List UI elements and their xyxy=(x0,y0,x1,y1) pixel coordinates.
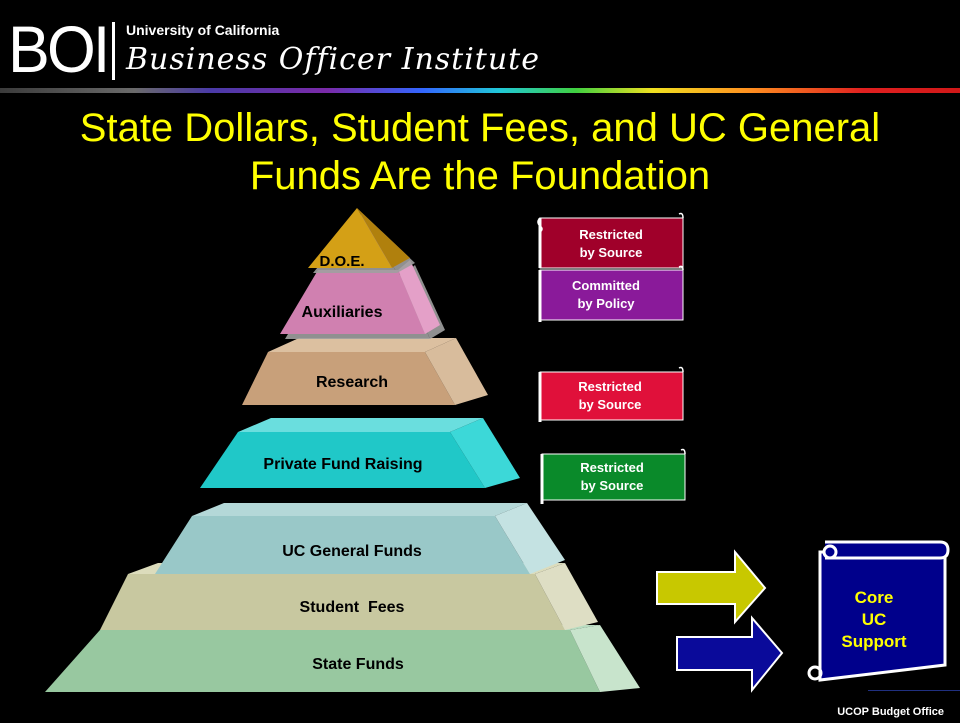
logo-university: University of California xyxy=(126,22,280,38)
tier-label-state-funds: State Funds xyxy=(312,656,404,673)
core-support-scroll: Core UC Support xyxy=(807,540,950,682)
scroll-restricted-3-body xyxy=(541,453,686,501)
tier-uc-general-funds: UC General Funds xyxy=(155,503,565,574)
tier-label-student-fees: Student Fees xyxy=(300,599,405,616)
logo-mark: BOI xyxy=(8,12,110,86)
core-support-top-roll xyxy=(825,540,950,560)
core-support-line2: UC xyxy=(862,610,887,629)
scroll-restricted-3-line1: Restricted xyxy=(580,460,644,475)
tier-student-fees-front xyxy=(100,574,565,630)
tier-student-fees-side xyxy=(535,563,598,630)
scroll-committed-body xyxy=(539,269,684,321)
tier-state-funds: State Funds xyxy=(45,625,640,692)
core-support-bottom-curl xyxy=(807,665,823,681)
scroll-restricted-3: Restricted by Source xyxy=(540,448,686,504)
tier-uc-general-funds-front xyxy=(155,516,530,574)
tier-doe: D.O.E. xyxy=(308,208,410,270)
tier-state-funds-side xyxy=(570,625,640,692)
tier-private-fund-raising: Private Fund Raising xyxy=(200,418,520,488)
tier-auxiliaries-front xyxy=(280,270,425,334)
footer-rule xyxy=(868,690,960,691)
arrow-blue-shape xyxy=(676,615,784,693)
scroll-restricted-1-body xyxy=(539,217,684,269)
scroll-restricted-2-curl xyxy=(678,366,684,373)
tier-private-fund-raising-side xyxy=(450,418,520,488)
tier-research: Research xyxy=(242,338,488,405)
tier-uc-general-funds-side xyxy=(495,503,565,574)
slide-title: State Dollars, Student Fees, and UC Gene… xyxy=(0,104,960,200)
tier-state-funds-front xyxy=(45,630,600,692)
tier-private-fund-raising-front xyxy=(200,432,485,488)
logo-institute: Business Officer Institute xyxy=(126,42,540,77)
title-line-2: Funds Are the Foundation xyxy=(249,154,711,198)
arrow-yellow xyxy=(656,549,767,625)
scroll-committed-curl xyxy=(678,265,684,271)
tier-label-private-fund-raising: Private Fund Raising xyxy=(263,456,422,473)
tier-private-fund-raising-top xyxy=(238,418,483,432)
tier-uc-general-funds-top xyxy=(192,503,527,516)
tier-doe-front xyxy=(308,208,392,268)
logo-divider xyxy=(112,22,115,80)
core-support-top-curl xyxy=(822,544,838,560)
scroll-committed: Committed by Policy xyxy=(538,265,684,322)
tier-label-auxiliaries: Auxiliaries xyxy=(302,304,383,321)
scroll-restricted-2-body xyxy=(539,371,684,421)
scroll-committed-line2: by Policy xyxy=(577,296,635,311)
tier-auxiliaries-side xyxy=(398,260,440,334)
core-support-line1: Core xyxy=(855,588,894,607)
tier-research-top xyxy=(268,338,456,352)
arrow-yellow-shape xyxy=(656,549,767,625)
tier-doe-side xyxy=(357,208,410,268)
tier-research-front xyxy=(242,352,455,405)
rainbow-divider xyxy=(0,88,960,93)
scroll-restricted-1-line1: Restricted xyxy=(579,227,643,242)
scroll-restricted-3-line2: by Source xyxy=(581,478,644,493)
tier-label-research: Research xyxy=(316,374,388,391)
scroll-restricted-2-line2: by Source xyxy=(579,397,642,412)
tier-label-uc-general-funds: UC General Funds xyxy=(282,543,422,560)
arrow-blue xyxy=(676,615,784,693)
scroll-restricted-3-curl xyxy=(680,448,686,455)
tier-auxiliaries: Auxiliaries xyxy=(280,260,440,334)
scroll-committed-line1: Committed xyxy=(572,278,640,293)
scroll-restricted-1: Restricted by Source xyxy=(537,212,684,269)
tier-label-doe: D.O.E. xyxy=(319,253,364,270)
scroll-restricted-2: Restricted by Source xyxy=(538,366,684,422)
core-support-line3: Support xyxy=(841,632,906,651)
tier-research-side xyxy=(425,338,488,405)
title-line-1: State Dollars, Student Fees, and UC Gene… xyxy=(79,106,881,150)
footer-label: UCOP Budget Office xyxy=(837,706,944,718)
scroll-restricted-1-line2: by Source xyxy=(580,245,643,260)
scroll-restricted-2-line1: Restricted xyxy=(578,379,642,394)
